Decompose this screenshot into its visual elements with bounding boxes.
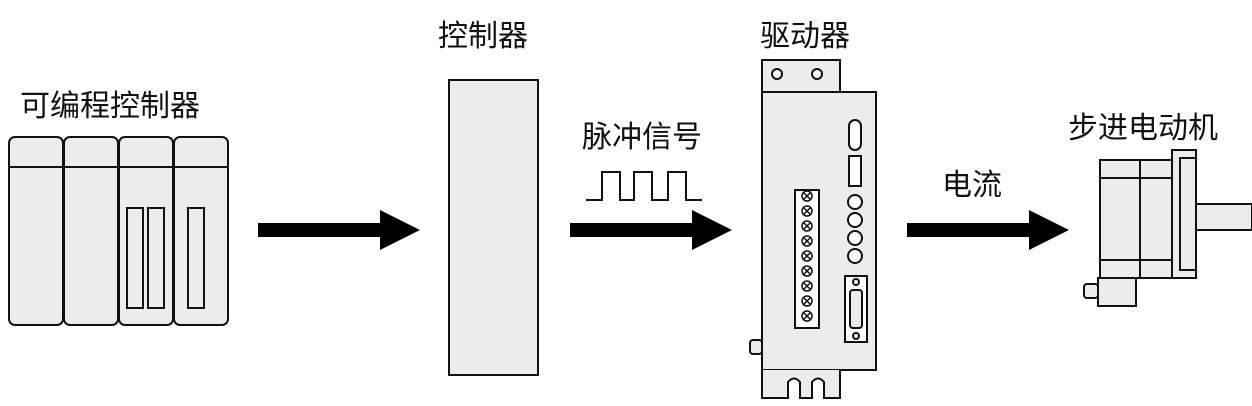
arrow-icon: [907, 210, 1069, 250]
terminal-screw-slot: [803, 282, 811, 290]
driver-box-icon: [749, 59, 877, 399]
stepper-motor-icon: [1083, 149, 1252, 307]
motor-label: 步进电动机: [1068, 111, 1218, 146]
terminal-screw-slot: [803, 297, 811, 305]
controller-box-icon: [448, 79, 539, 376]
terminal-screw-slot: [803, 267, 811, 275]
terminal-screw-slot: [803, 222, 811, 230]
plc-module-icon: [8, 136, 229, 326]
controller-label: 控制器: [438, 19, 528, 54]
plc-label: 可编程控制器: [20, 89, 200, 124]
pulse-label: 脉冲信号: [582, 120, 702, 155]
terminal-screw-slot: [803, 192, 811, 200]
terminal-screw-slot: [803, 312, 811, 320]
terminal-screw-slot: [803, 252, 811, 260]
terminal-screw-slot: [803, 207, 811, 215]
arrow-icon: [570, 210, 732, 250]
terminal-screws: [801, 190, 813, 322]
terminal-screw-slot: [803, 237, 811, 245]
arrow-icon: [258, 210, 420, 250]
current-label: 电流: [942, 168, 1002, 203]
driver-label: 驱动器: [760, 19, 850, 54]
pulse-waveform-icon: [586, 171, 702, 201]
